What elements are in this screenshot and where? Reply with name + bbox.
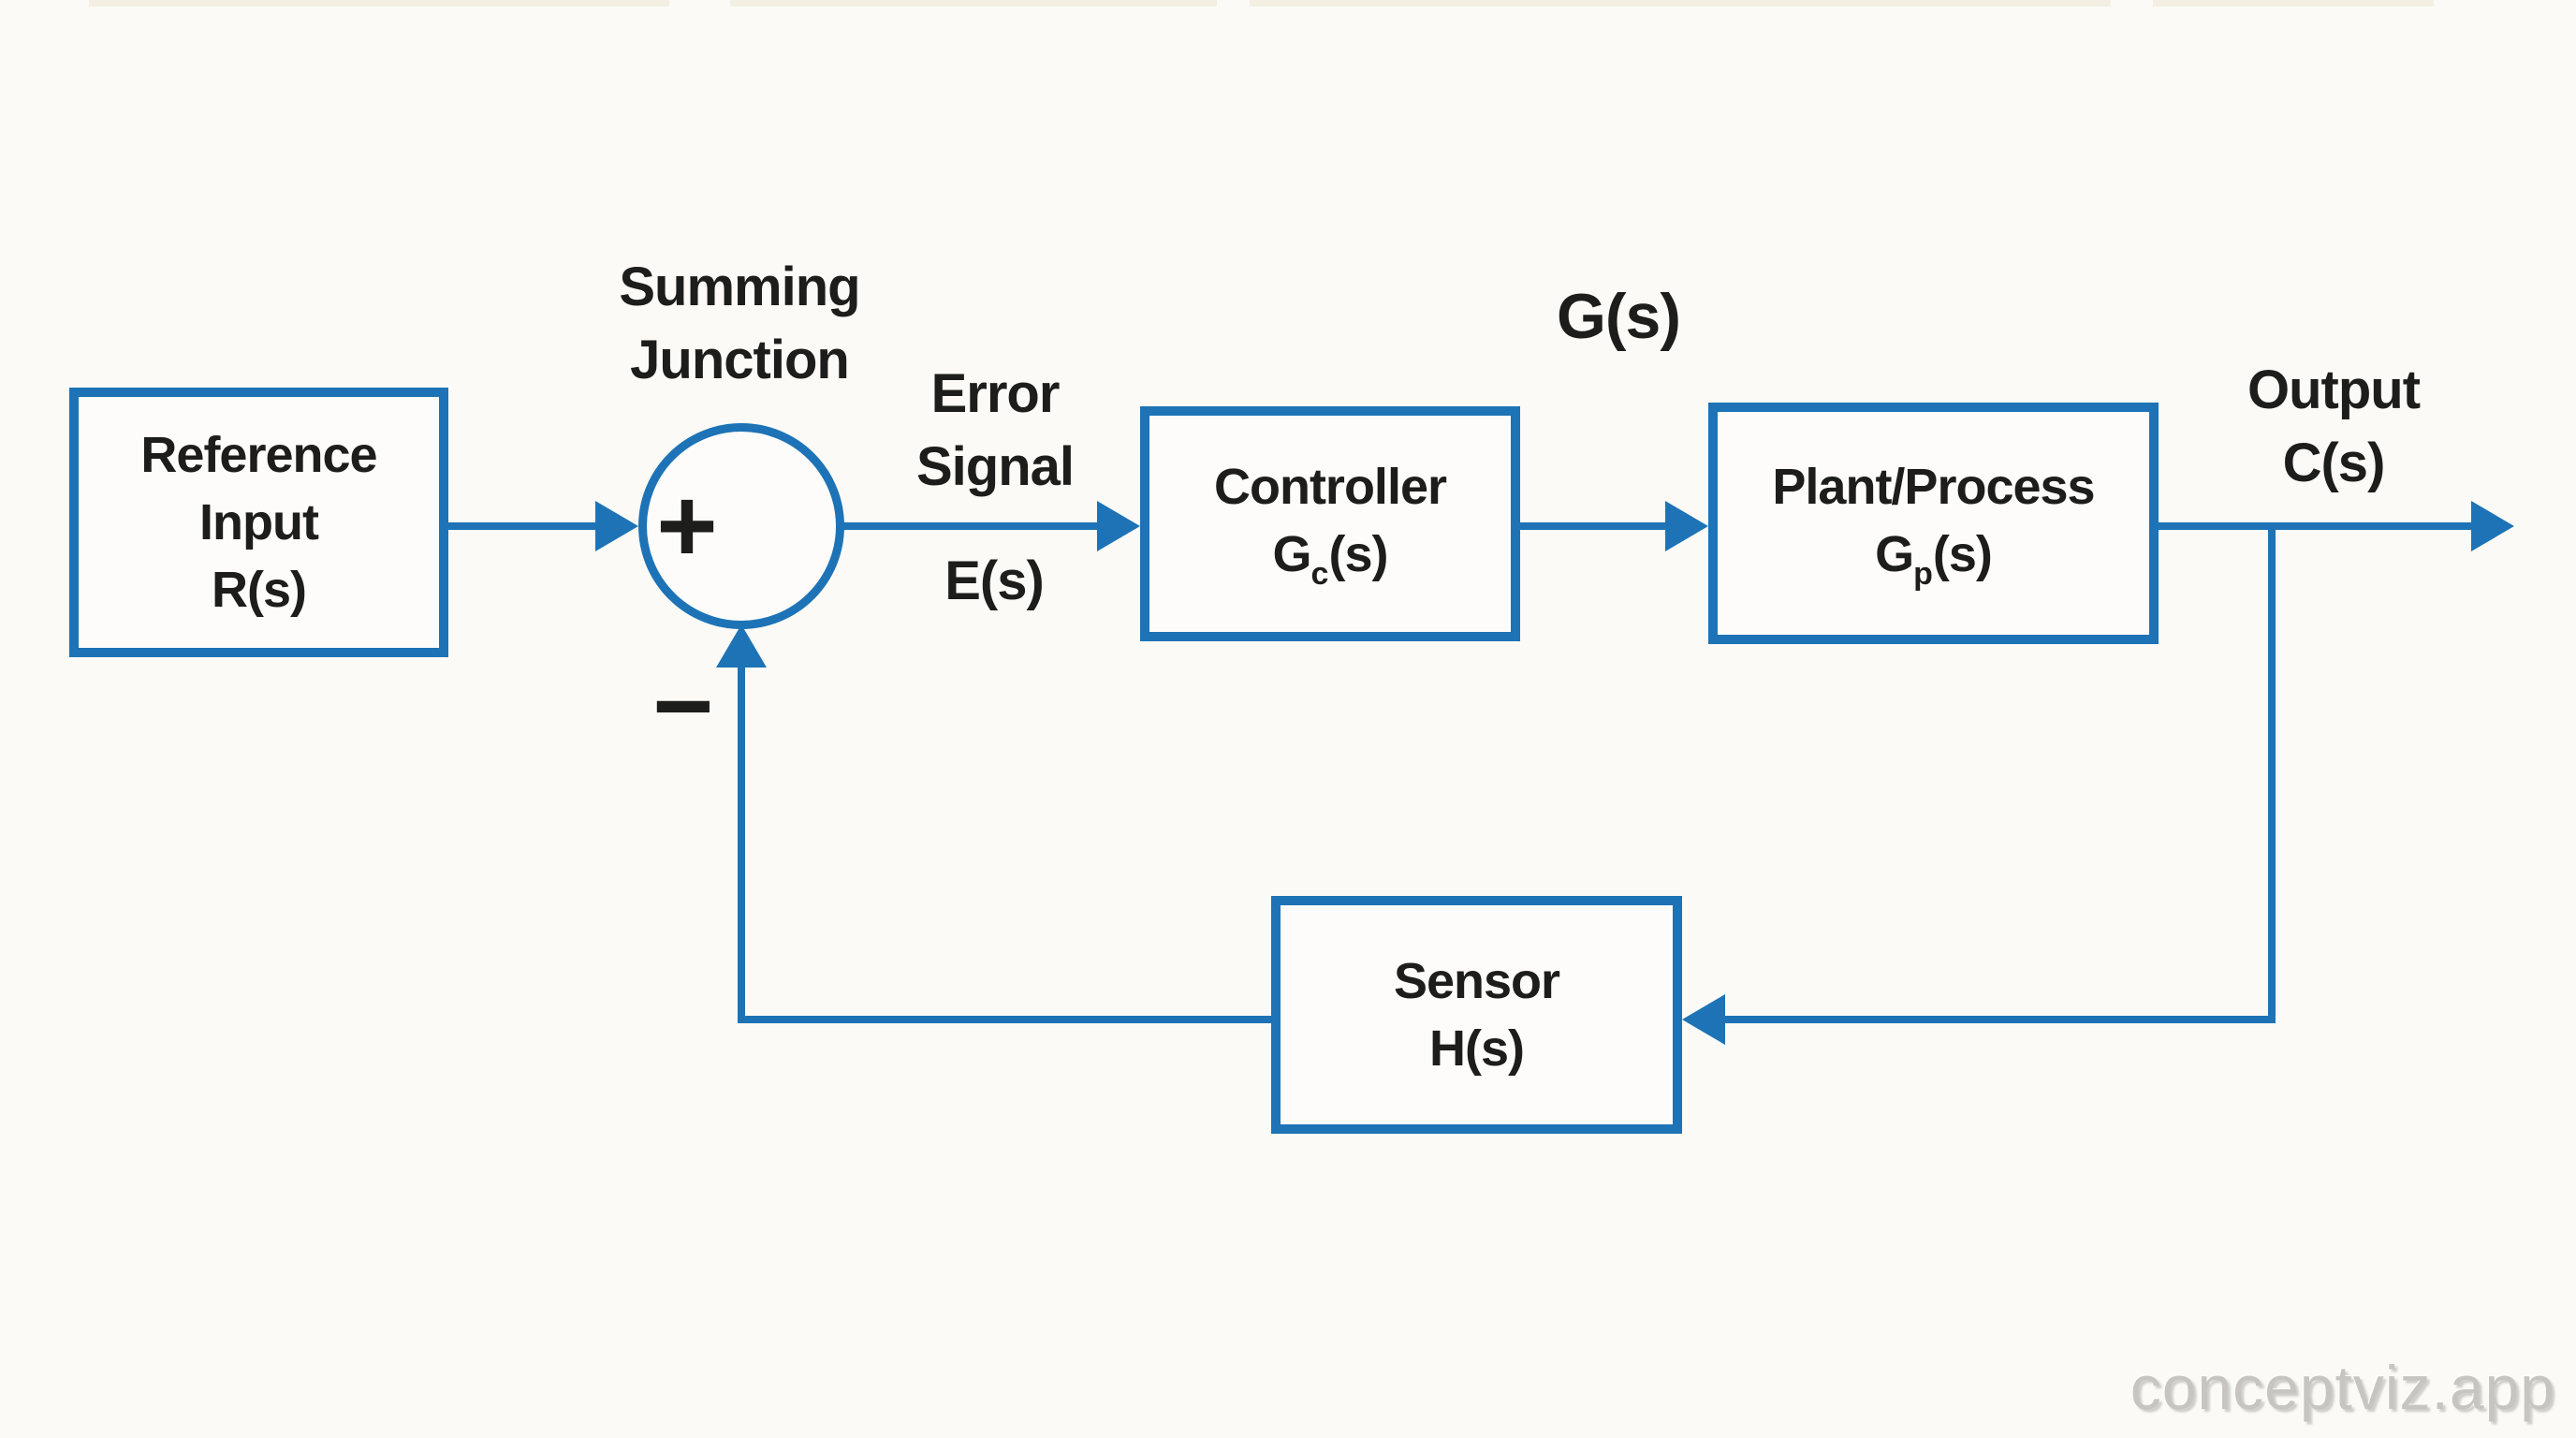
top-edge-artifact: [1250, 0, 2111, 7]
output-label: Output C(s): [2188, 354, 2479, 500]
summing-junction-label-line2: Junction: [630, 330, 850, 390]
error-signal-label: Error Signal: [850, 358, 1140, 504]
wire-summing-to-controller-arrowhead: [1097, 501, 1140, 551]
reference-input-label-line2: Input: [199, 494, 319, 550]
wire-output-branch-down: [2268, 526, 2276, 1023]
controller-block: Controller Gc(s): [1140, 406, 1520, 641]
summing-junction-label-line1: Summing: [619, 257, 860, 317]
watermark: conceptviz.app: [2130, 1353, 2555, 1422]
top-edge-artifact: [730, 0, 1217, 7]
wire-summing-to-controller: [839, 522, 1101, 530]
top-edge-artifact: [2153, 0, 2434, 7]
summing-junction-label: Summing Junction: [552, 251, 927, 397]
open-loop-tf-label: G(s): [1557, 281, 1681, 352]
minus-sign: −: [652, 647, 714, 764]
sensor-label: Sensor: [1393, 953, 1560, 1009]
plant-tf-args: (s): [1932, 525, 1993, 582]
reference-input-tf: R(s): [212, 562, 307, 618]
plus-sign: +: [656, 467, 718, 584]
plant-tf-subscript: p: [1913, 555, 1933, 592]
sensor-tf: H(s): [1429, 1020, 1525, 1077]
error-tf-label: E(s): [944, 550, 1045, 611]
plant-process-block: Plant/Process Gp(s): [1708, 403, 2159, 644]
summing-junction-node: [638, 423, 844, 629]
wire-controller-to-plant-arrowhead: [1665, 501, 1708, 551]
wire-reference-to-summing-arrowhead: [595, 501, 638, 551]
wire-reference-to-summing: [448, 522, 599, 530]
error-signal-label-line2: Signal: [915, 436, 1075, 497]
wire-feedback-to-sensor-arrowhead: [1682, 994, 1725, 1045]
reference-input-block: Reference Input R(s): [69, 388, 448, 657]
controller-tf-subscript: c: [1310, 556, 1329, 592]
plant-process-tf: Gp(s): [1875, 521, 1993, 594]
wire-sensor-to-summing-horizontal: [738, 1016, 1271, 1023]
output-label-line2: C(s): [2282, 433, 2386, 493]
controller-label: Controller: [1213, 459, 1447, 515]
plant-tf-base: G: [1875, 525, 1914, 582]
sensor-block: Sensor H(s): [1271, 896, 1682, 1134]
error-signal-label-line1: Error: [930, 363, 1061, 424]
wire-plant-to-output: [2155, 522, 2475, 530]
top-edge-artifact: [89, 0, 669, 7]
controller-tf: Gc(s): [1272, 521, 1389, 594]
controller-tf-args: (s): [1328, 526, 1388, 582]
wire-sensor-to-summing-arrowhead: [716, 624, 767, 668]
wire-plant-to-output-arrowhead: [2471, 501, 2514, 551]
wire-sensor-to-summing-vertical: [738, 665, 745, 1023]
controller-tf-base: G: [1272, 526, 1312, 582]
plant-process-label: Plant/Process: [1772, 458, 2095, 515]
reference-input-label-line1: Reference: [140, 427, 377, 483]
wire-controller-to-plant: [1516, 522, 1669, 530]
wire-feedback-to-sensor: [1725, 1016, 2276, 1023]
output-label-line1: Output: [2247, 360, 2421, 420]
